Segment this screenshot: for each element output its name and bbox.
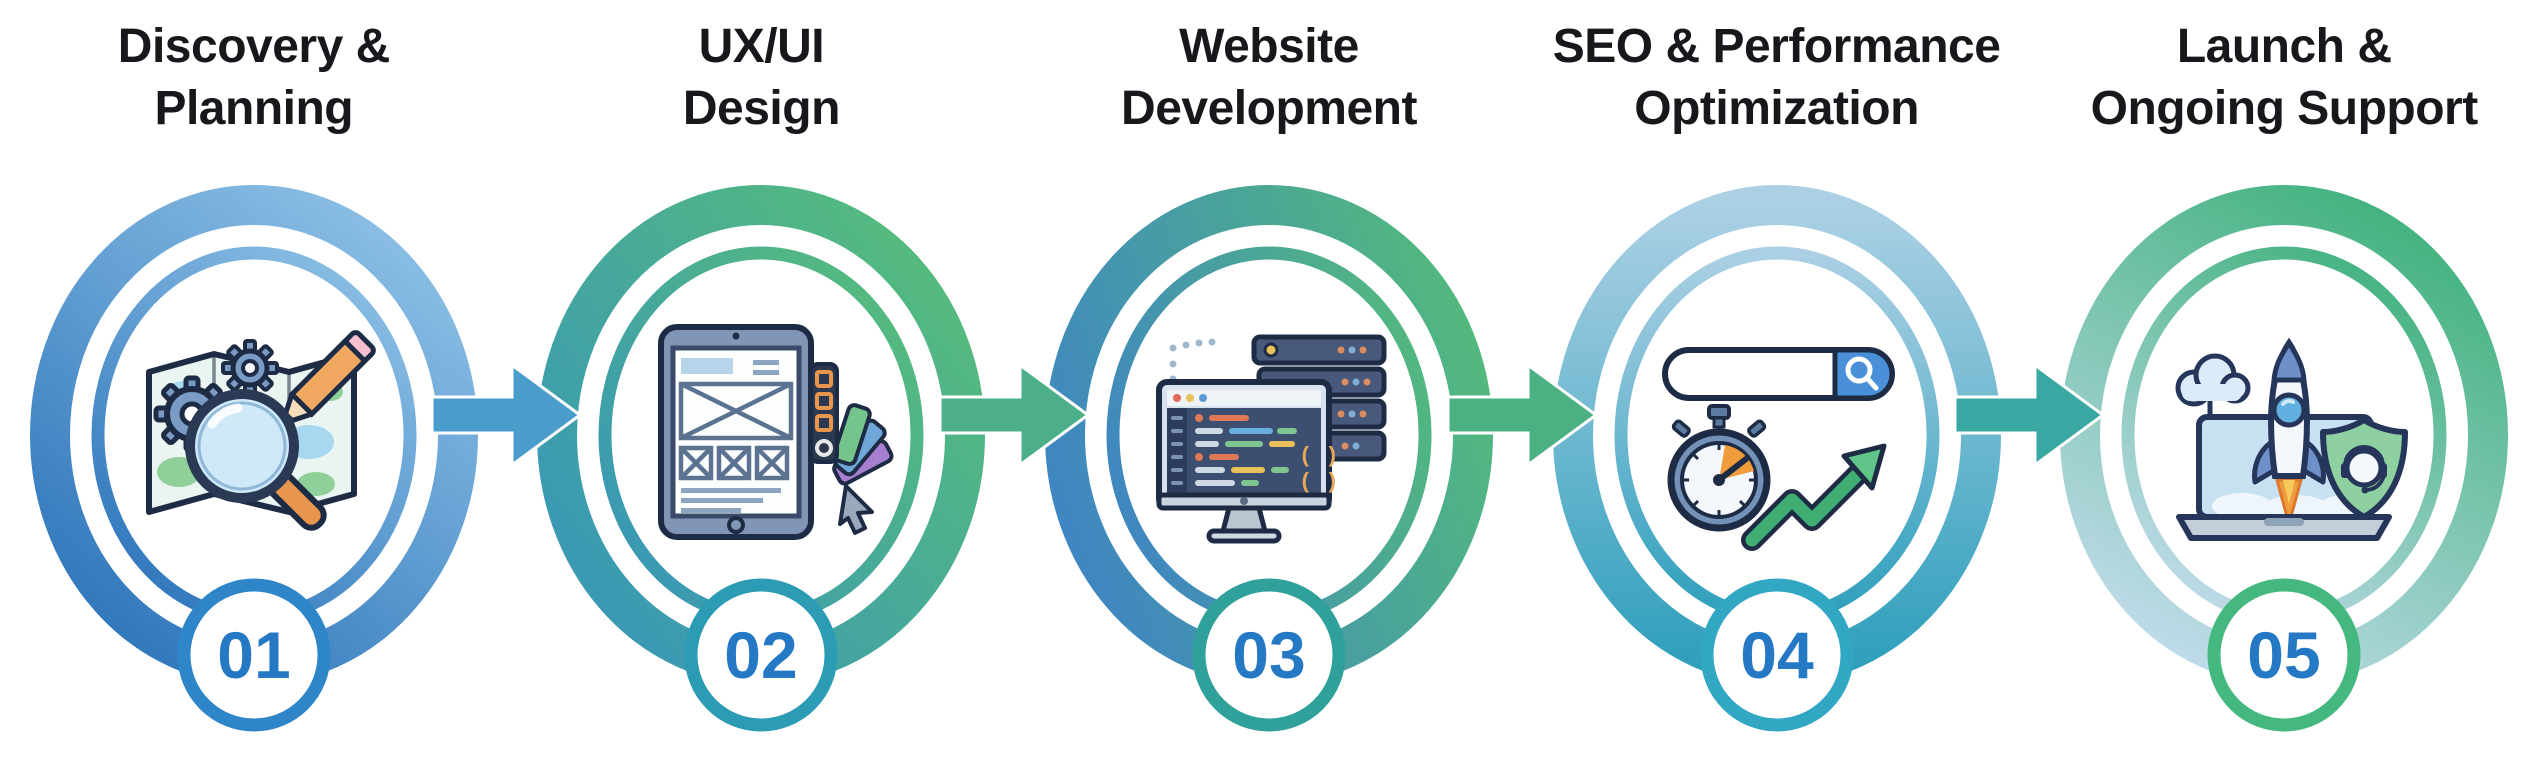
connector-arrow-icon — [940, 362, 1090, 468]
step-title-line2: Design — [682, 82, 841, 135]
step-seo-optimization: SEO & Performance Optimization — [1523, 0, 2031, 760]
step-title-line1: Launch & — [2176, 20, 2392, 73]
step-uxui-design: UX/UI Design — [508, 0, 1016, 760]
map-search-icon — [145, 330, 376, 531]
pencil-icon — [279, 330, 376, 427]
stopwatch-icon — [1667, 404, 1771, 532]
step-title-line2: Planning — [154, 82, 354, 135]
gear-icon — [153, 375, 231, 453]
gear-small-icon — [220, 339, 279, 397]
step-number: 04 — [1740, 618, 1814, 692]
step-title-line1: Website — [1179, 20, 1359, 73]
code-monitor-icon: ( ) ( ) — [1155, 334, 1387, 544]
headset-icon — [2341, 445, 2388, 494]
step-ring-graphic: 01 — [29, 185, 478, 732]
rocket-icon — [2252, 337, 2327, 530]
step-title: UX/UI Design — [508, 16, 1016, 140]
step-number-badge — [1192, 578, 1346, 732]
step-ring-graphic: 04 — [1552, 185, 2001, 732]
step-ring-graphic: ( ) ( ) 03 — [1044, 185, 1493, 732]
step-title: Launch & Ongoing Support — [2030, 16, 2538, 140]
connector-arrow-icon — [432, 362, 582, 468]
support-shield-icon — [2320, 417, 2409, 520]
svg-text:( ): ( ) — [1299, 444, 1339, 469]
step-title: Discovery & Planning — [0, 16, 508, 140]
step-number: 02 — [725, 618, 798, 692]
step-title-line1: SEO & Performance — [1552, 20, 2001, 73]
seo-performance-icon — [1661, 347, 1895, 551]
step-number-badge — [177, 578, 331, 732]
color-swatch-fan-icon — [809, 362, 894, 486]
launch-support-icon — [2175, 337, 2409, 541]
step-launch-support: Launch & Ongoing Support — [2030, 0, 2538, 760]
step-title-line2: Optimization — [1634, 82, 1919, 135]
inner-ring — [1614, 246, 1940, 624]
wireframe-tablet-icon — [658, 324, 894, 540]
step-number-badge — [684, 578, 838, 732]
step-number-badge — [2207, 578, 2361, 732]
step-title-line2: Ongoing Support — [2090, 82, 2479, 135]
cursor-icon — [838, 484, 875, 535]
step-title-line1: UX/UI — [698, 20, 825, 73]
step-title: SEO & Performance Optimization — [1523, 16, 2031, 140]
cloud-icon — [2175, 353, 2251, 432]
step-ring-graphic: 02 — [537, 185, 986, 732]
connector-arrow-icon — [1448, 362, 1598, 468]
step-discovery-planning: Discovery & Planning — [0, 0, 508, 760]
step-number: 03 — [1232, 618, 1305, 692]
growth-arrow-icon — [1740, 443, 1887, 551]
connector-arrow-icon — [1955, 362, 2105, 468]
search-bar-icon — [1661, 347, 1895, 401]
step-title-line2: Development — [1121, 82, 1417, 135]
step-title: Website Development — [1015, 16, 1523, 140]
step-title-line1: Discovery & — [117, 20, 390, 73]
step-ring-graphic: 05 — [2060, 185, 2509, 732]
step-number-badge — [1700, 578, 1854, 732]
magnifier-icon — [184, 389, 327, 531]
step-website-development: Website Development — [1015, 0, 1523, 760]
step-number: 05 — [2247, 618, 2320, 692]
svg-text:( ): ( ) — [1299, 470, 1339, 495]
step-number: 01 — [217, 618, 290, 692]
